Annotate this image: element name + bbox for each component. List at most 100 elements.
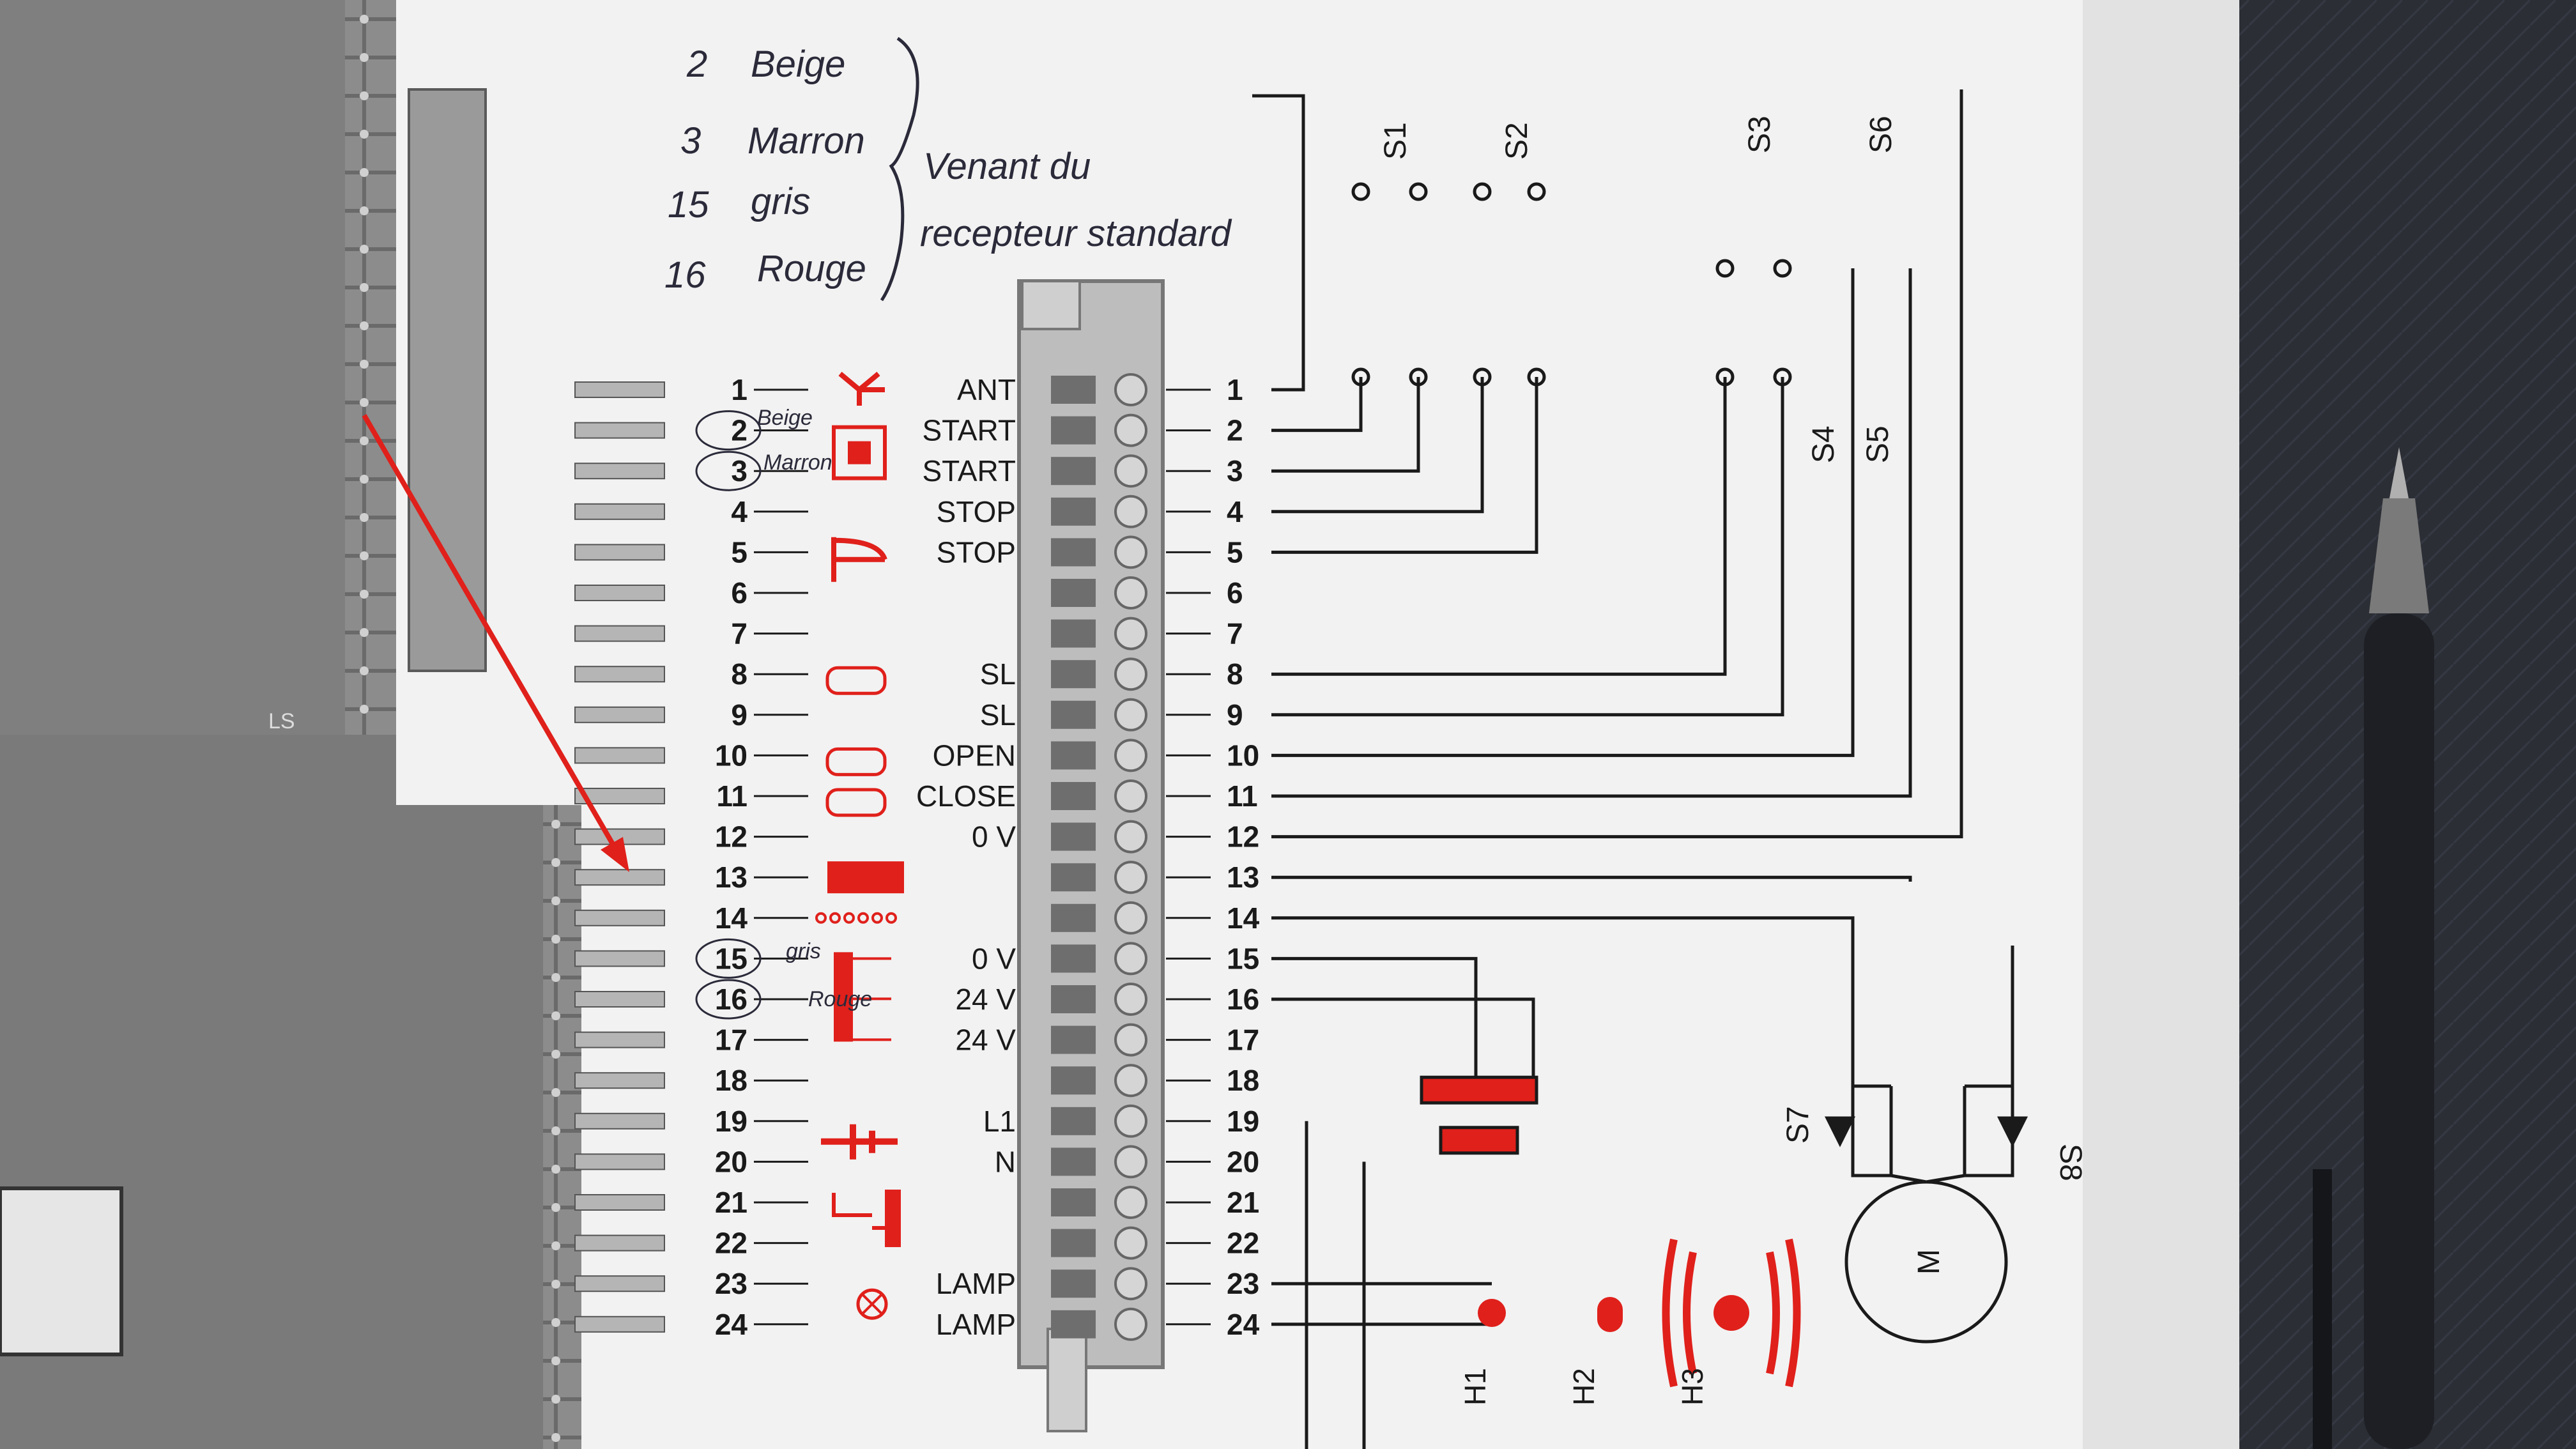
terminal-screw — [1114, 1307, 1147, 1341]
terminal-label: START — [922, 454, 1016, 487]
control-wire — [1271, 377, 1784, 717]
signal-lamps: H1 H2 H3 — [1459, 1238, 1801, 1406]
control-wire — [1271, 916, 1855, 946]
terminal-screw — [1114, 942, 1147, 976]
lamp-h3-icon — [1713, 1295, 1749, 1331]
terminal-clamp — [1051, 985, 1096, 1013]
switch-contact — [1527, 182, 1546, 201]
terminal-screws — [1051, 373, 1147, 1341]
control-wire — [1271, 377, 1420, 473]
terminal-number-left: 3 — [731, 454, 747, 487]
switch-contact — [1773, 367, 1792, 387]
edge-contact — [574, 381, 665, 398]
lamp-h3-waves-icon — [1662, 1238, 1801, 1388]
terminal-number-right: 17 — [1227, 1023, 1259, 1057]
note-line-1-num: 2 — [686, 43, 707, 85]
edge-contact — [574, 503, 665, 520]
terminal-number-left: 19 — [715, 1105, 747, 1138]
terminal-screw — [1114, 901, 1147, 935]
switch-contact — [1473, 182, 1492, 201]
terminal-number-right: 6 — [1227, 576, 1243, 610]
control-wire — [1271, 268, 1912, 798]
terminal-number-right: 7 — [1227, 617, 1243, 650]
terminal-number-left: 1 — [731, 373, 747, 406]
switch-contact — [1715, 259, 1735, 278]
margin-note-3: Marron — [763, 450, 832, 475]
note-line-4-num: 16 — [664, 254, 706, 296]
edge-contact — [574, 1072, 665, 1089]
terminal-label: SL — [980, 657, 1016, 691]
edge-contact — [574, 1153, 665, 1170]
switch-s5-label: S5 — [1861, 425, 1895, 463]
lamp-h3-label: H3 — [1676, 1368, 1709, 1406]
terminal-screw — [1114, 617, 1147, 650]
terminal-number-right: 9 — [1227, 698, 1243, 732]
control-wire — [1271, 268, 1855, 757]
plug-symbol-icon — [821, 1124, 898, 1160]
terminal-number-left: 4 — [731, 495, 747, 528]
terminal-screw — [1114, 1064, 1147, 1098]
terminal-clamp — [1051, 700, 1096, 729]
terminal-clamp — [1051, 1188, 1096, 1216]
edge-contact — [574, 463, 665, 480]
terminal-screw — [1114, 1267, 1147, 1301]
terminal-number-right: 16 — [1227, 983, 1259, 1016]
terminal-clamp — [1051, 1025, 1096, 1054]
terminal-label: ANT — [957, 373, 1016, 406]
terminal-number-left: 10 — [715, 739, 747, 772]
switch-contact — [1351, 367, 1370, 387]
edge-contacts — [574, 381, 665, 1333]
terminal-label: STOP — [937, 535, 1016, 569]
circled-terminal-mark — [695, 979, 762, 1020]
terminal-screw — [1114, 454, 1147, 488]
terminal-screw — [1114, 1023, 1147, 1057]
control-wire — [1252, 94, 1305, 392]
control-wire — [1271, 377, 1363, 433]
margin-note-2: Beige — [757, 406, 813, 430]
mains-wire — [1305, 1121, 1366, 1449]
switch-labels: S1 S2 S3 S6 S4 S5 S7 S8 — [1379, 116, 2087, 1181]
edge-contact — [574, 991, 665, 1008]
terminal-screw — [1114, 1145, 1147, 1179]
terminal-number-left: 2 — [731, 414, 747, 447]
terminal-clamp — [1051, 619, 1096, 648]
terminal-clamp — [1051, 416, 1096, 445]
terminal-number-right: 11 — [1227, 779, 1258, 813]
switch-contact — [1715, 367, 1735, 387]
terminal-number-right: 22 — [1227, 1227, 1259, 1260]
chain-symbol-icon — [815, 912, 897, 924]
terminal-screw — [1114, 779, 1147, 813]
terminal-number-right: 4 — [1227, 495, 1243, 528]
terminal-number-right: 14 — [1227, 901, 1260, 935]
terminal-screw — [1114, 698, 1147, 732]
terminal-clamp — [1051, 903, 1096, 932]
terminal-number-right: 20 — [1227, 1145, 1259, 1178]
terminal-number-left: 7 — [731, 617, 747, 650]
red-arrow-head — [601, 837, 629, 872]
edge-contact — [574, 422, 665, 439]
block-symbol-icon — [827, 861, 904, 894]
terminal-number-right: 10 — [1227, 739, 1259, 772]
terminal-clamp — [1051, 497, 1096, 526]
margin-note-16: Rouge — [808, 987, 872, 1011]
note-line-4-word: Rouge — [757, 248, 866, 289]
handwritten-note: 2 Beige 3 Marron 15 gris 16 Rouge Venant… — [664, 36, 1232, 1011]
control-wire — [1271, 997, 1535, 1080]
button-symbol-icon — [832, 425, 887, 480]
note-line-1-word: Beige — [751, 43, 845, 85]
terminal-screw — [1114, 1186, 1147, 1219]
terminal-number-right: 5 — [1227, 535, 1243, 569]
terminal-clamp — [1051, 1147, 1096, 1176]
terminal-label: OPEN — [933, 739, 1016, 772]
motor: M — [1844, 1180, 2008, 1344]
edge-contact — [574, 1275, 665, 1292]
terminal-label: CLOSE — [916, 779, 1016, 813]
switch-contact — [1473, 367, 1492, 387]
terminal-number-left: 20 — [715, 1145, 747, 1178]
terminal-clamp — [1051, 863, 1096, 892]
terminal-number-left: 24 — [715, 1308, 748, 1341]
control-wire — [1271, 377, 1484, 514]
terminal-number-right: 15 — [1227, 942, 1259, 975]
